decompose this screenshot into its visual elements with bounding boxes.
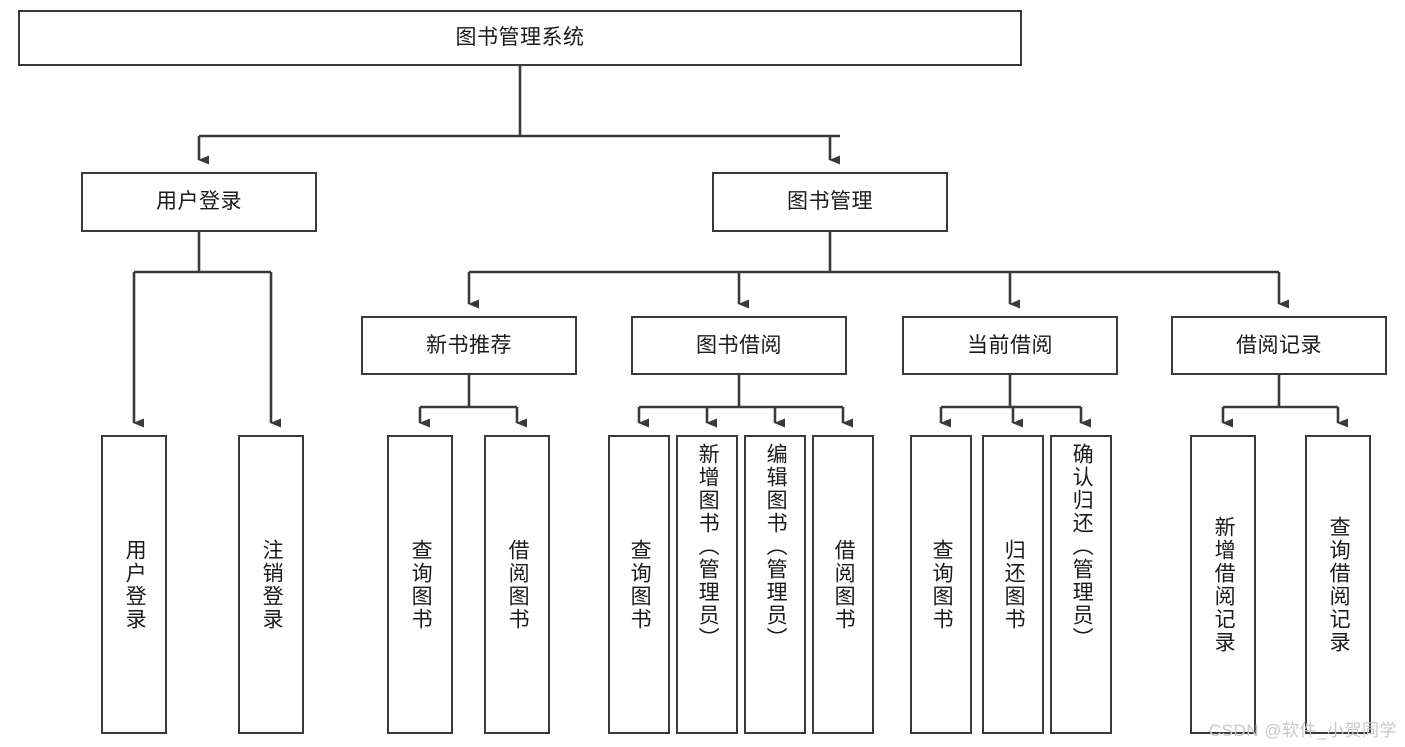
leaf-node-edit-book-admin[interactable]: 编辑图书（管理员）: [744, 435, 806, 734]
node-book-borrow[interactable]: 图书借阅: [631, 316, 847, 375]
node-new-book-recommend[interactable]: 新书推荐: [361, 316, 577, 375]
leaf-node-user-login[interactable]: 用户登录: [101, 435, 167, 734]
leaf-node-logout[interactable]: 注销登录: [238, 435, 304, 734]
leaf-label: 查询借阅记录: [1327, 515, 1351, 654]
leaf-label: 用户登录: [123, 538, 147, 631]
node-book-management-label: 图书管理: [787, 190, 873, 214]
leaf-node-query-book-current[interactable]: 查询图书: [910, 435, 972, 734]
node-user-login[interactable]: 用户登录: [81, 172, 317, 232]
leaf-node-return-book[interactable]: 归还图书: [982, 435, 1044, 734]
leaf-label: 编辑图书（管理员）: [764, 443, 788, 650]
node-user-login-label: 用户登录: [156, 190, 242, 214]
leaf-node-borrow-book[interactable]: 借阅图书: [812, 435, 874, 734]
leaf-node-add-book-admin[interactable]: 新增图书（管理员）: [676, 435, 738, 734]
node-current-borrow[interactable]: 当前借阅: [902, 316, 1118, 375]
node-root-system[interactable]: 图书管理系统: [18, 10, 1022, 66]
node-borrow-record[interactable]: 借阅记录: [1171, 316, 1387, 375]
leaf-node-confirm-return-admin[interactable]: 确认归还（管理员）: [1050, 435, 1112, 734]
leaf-node-add-borrow-record[interactable]: 新增借阅记录: [1190, 435, 1256, 734]
leaf-label: 归还图书: [1002, 538, 1026, 631]
leaf-label: 注销登录: [260, 538, 284, 631]
leaf-label: 确认归还（管理员）: [1070, 443, 1094, 650]
watermark-text: CSDN @软件_小贺同学: [1208, 721, 1397, 740]
leaf-label: 新增图书（管理员）: [696, 443, 720, 650]
leaf-label: 查询图书: [409, 538, 433, 631]
node-borrow-record-label: 借阅记录: [1236, 333, 1322, 357]
leaf-node-query-book-recommend[interactable]: 查询图书: [387, 435, 453, 734]
leaf-label: 新增借阅记录: [1212, 515, 1236, 654]
leaf-label: 借阅图书: [832, 538, 856, 631]
leaf-node-borrow-book-recommend[interactable]: 借阅图书: [484, 435, 550, 734]
leaf-label: 查询图书: [628, 538, 652, 631]
node-book-management[interactable]: 图书管理: [712, 172, 948, 232]
node-current-borrow-label: 当前借阅: [967, 333, 1053, 357]
node-book-borrow-label: 图书借阅: [696, 333, 782, 357]
leaf-node-query-book-borrow[interactable]: 查询图书: [608, 435, 670, 734]
node-root-label: 图书管理系统: [455, 26, 585, 50]
leaf-node-query-borrow-record[interactable]: 查询借阅记录: [1305, 435, 1371, 734]
leaf-label: 查询图书: [930, 538, 954, 631]
leaf-label: 借阅图书: [506, 538, 530, 631]
node-new-book-recommend-label: 新书推荐: [426, 333, 512, 357]
